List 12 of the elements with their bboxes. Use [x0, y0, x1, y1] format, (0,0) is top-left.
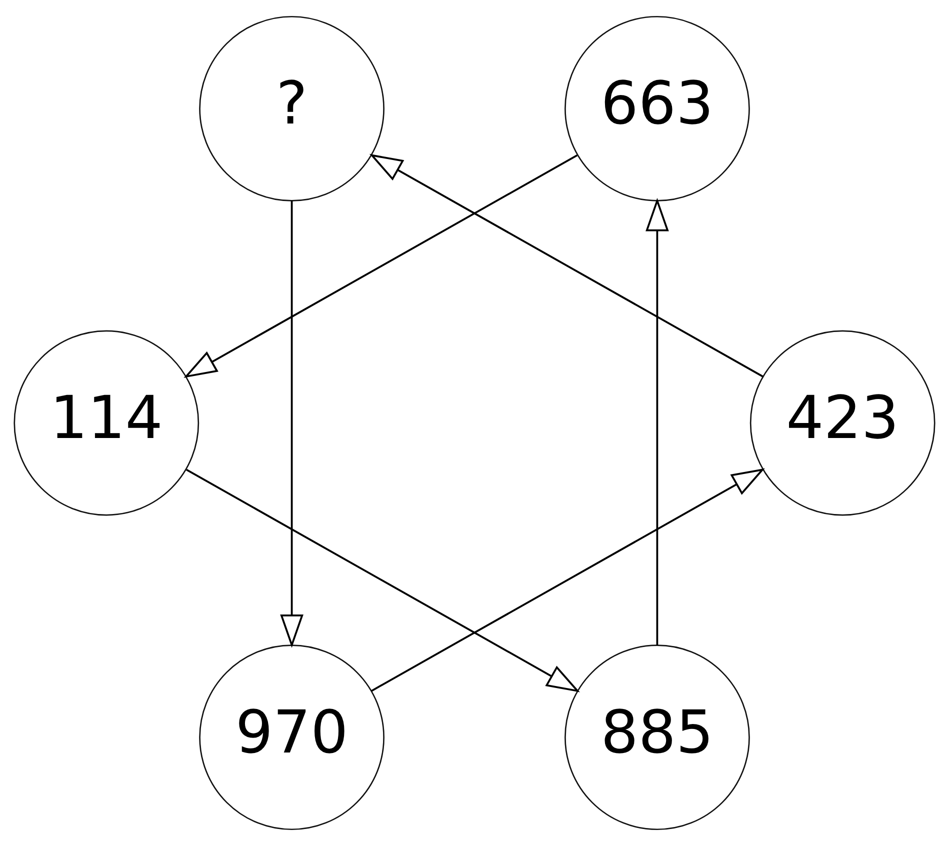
node-circle: 663 — [564, 15, 750, 201]
node-circle: 114 — [13, 330, 199, 516]
node-circle: 885 — [564, 644, 750, 830]
arrow — [280, 200, 303, 648]
arrow — [645, 197, 668, 645]
arrow — [370, 468, 764, 692]
arrow — [368, 153, 763, 377]
node-circle: 423 — [749, 330, 935, 516]
node-circle: 970 — [198, 644, 384, 830]
arrow — [186, 468, 580, 692]
node-circle: ? — [198, 15, 384, 201]
arrow — [183, 154, 578, 378]
